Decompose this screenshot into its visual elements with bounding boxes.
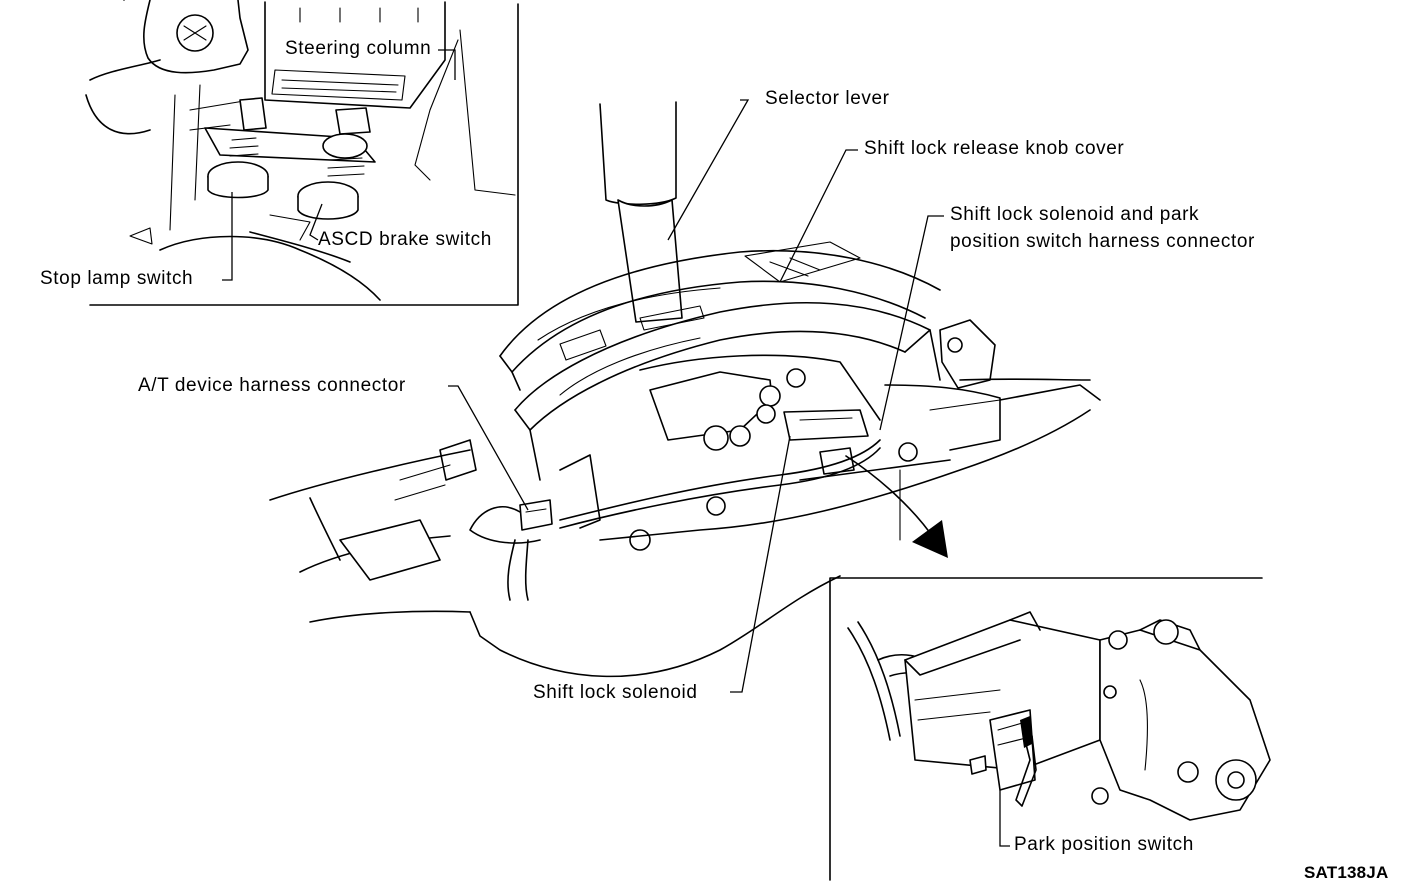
park-position-switch-inset <box>829 577 1271 881</box>
selector-lever-assembly <box>269 99 1101 693</box>
shift-lock-solenoid-label: Shift lock solenoid <box>533 682 698 703</box>
stop-lamp-switch-label: Stop lamp switch <box>40 268 194 289</box>
park-position-switch-label: Park position switch <box>1014 834 1194 855</box>
figure-code: SAT138JA <box>1304 863 1389 882</box>
shift-lock-release-knob-cover-label: Shift lock release knob cover <box>864 138 1125 159</box>
steering-column-label: Steering column <box>285 38 432 59</box>
harness-connector-label-line1: Shift lock solenoid and park <box>950 204 1200 225</box>
ascd-brake-switch-label: ASCD brake switch <box>318 229 492 250</box>
brake-switch-inset <box>85 0 519 306</box>
selector-lever-label: Selector lever <box>765 88 890 109</box>
at-device-harness-connector-label: A/T device harness connector <box>138 375 406 396</box>
harness-connector-label-line2: position switch harness connector <box>950 231 1255 252</box>
